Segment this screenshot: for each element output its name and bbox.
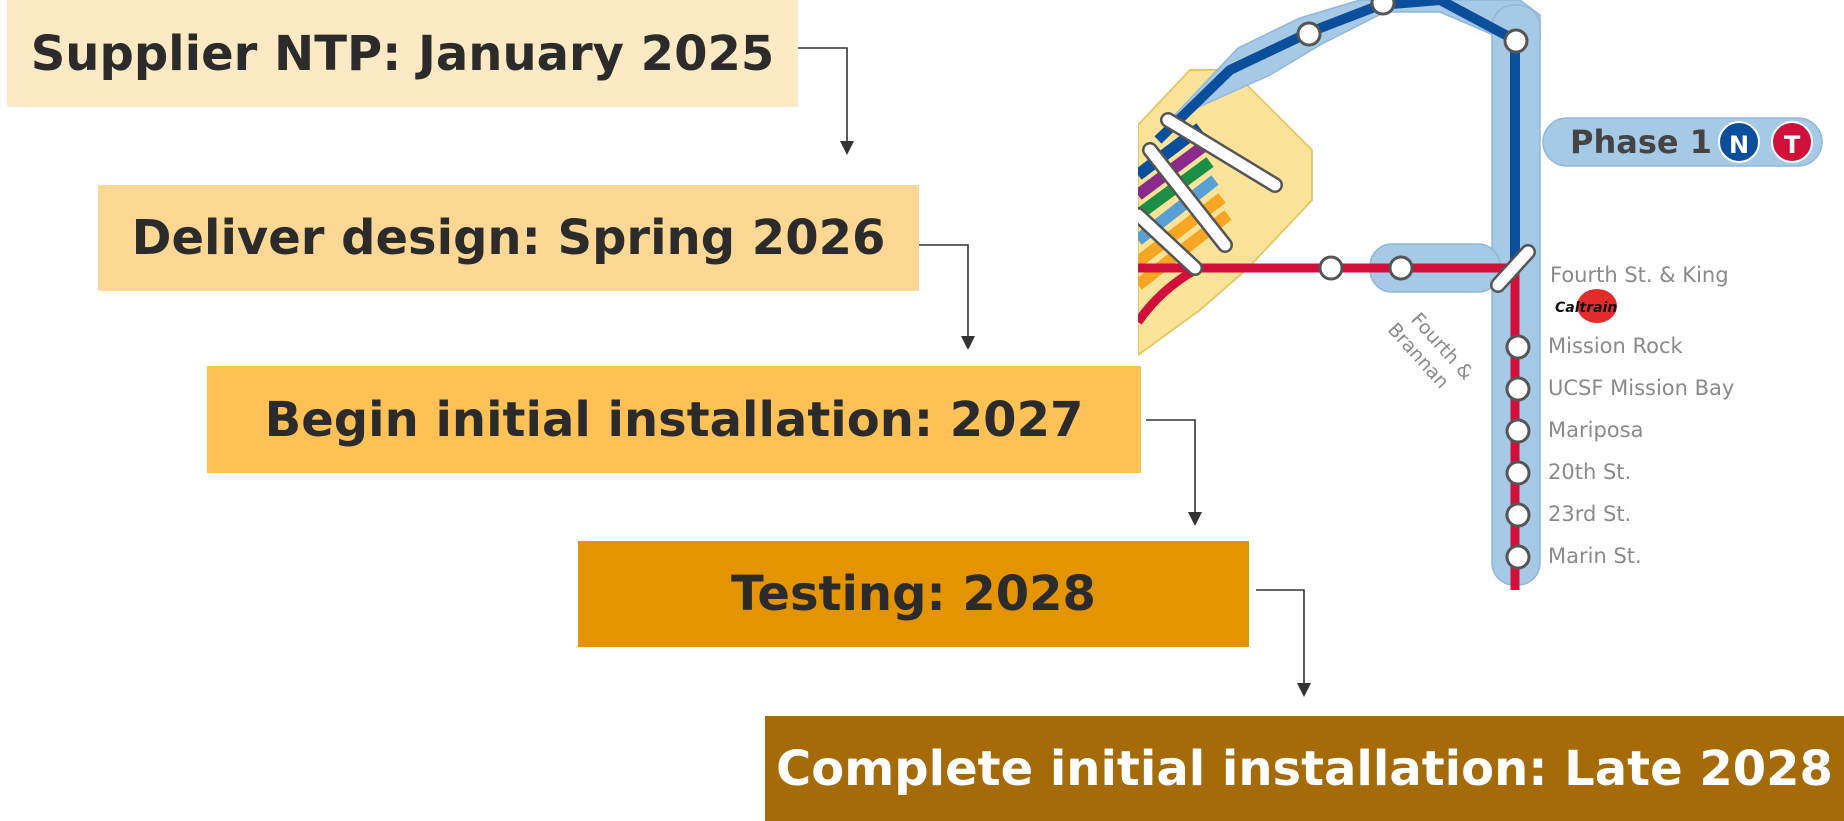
n-route-badge xyxy=(1718,121,1760,163)
arrowhead-4 xyxy=(1297,683,1311,697)
station-label: UCSF Mission Bay xyxy=(1548,376,1734,400)
timeline-step-begin-installation: Begin initial installation: 2027 xyxy=(207,366,1141,473)
t-line-curve xyxy=(1138,266,1198,325)
connector-1 xyxy=(798,47,848,143)
timeline-step-deliver-design: Deliver design: Spring 2026 xyxy=(98,185,919,291)
phase-label: Phase 1 xyxy=(1570,123,1712,161)
connector-3 xyxy=(1146,419,1196,514)
timeline-step-supplier-ntp: Supplier NTP: January 2025 xyxy=(7,0,798,107)
station-label: Marin St. xyxy=(1548,544,1642,568)
transfer-bars xyxy=(1138,112,1536,293)
connector-2 xyxy=(919,244,969,338)
station-label: Mariposa xyxy=(1548,418,1643,442)
fourth-brannan-label: Fourth & Brannan xyxy=(1383,309,1478,393)
arrowhead-1 xyxy=(840,141,854,155)
station-label: 23rd St. xyxy=(1548,502,1631,526)
station-markers xyxy=(1296,0,1531,570)
arrowhead-2 xyxy=(961,336,975,350)
svg-text:Caltrain: Caltrain xyxy=(1555,300,1617,316)
t-route-letter: T xyxy=(1784,131,1801,159)
timeline-step-complete-installation: Complete initial installation: Late 2028 xyxy=(765,716,1844,821)
timeline-step-testing: Testing: 2028 xyxy=(578,541,1249,647)
station-label: 20th St. xyxy=(1548,460,1631,484)
arrowhead-3 xyxy=(1188,512,1202,526)
t-route-badge xyxy=(1771,121,1813,163)
t-line xyxy=(1138,263,1520,590)
station-label: Fourth St. & King xyxy=(1550,263,1729,287)
caltrain-logo: Caltrain xyxy=(1555,289,1617,323)
connector-4 xyxy=(1256,589,1305,685)
station-label: Mission Rock xyxy=(1548,334,1684,358)
n-route-letter: N xyxy=(1729,131,1749,159)
